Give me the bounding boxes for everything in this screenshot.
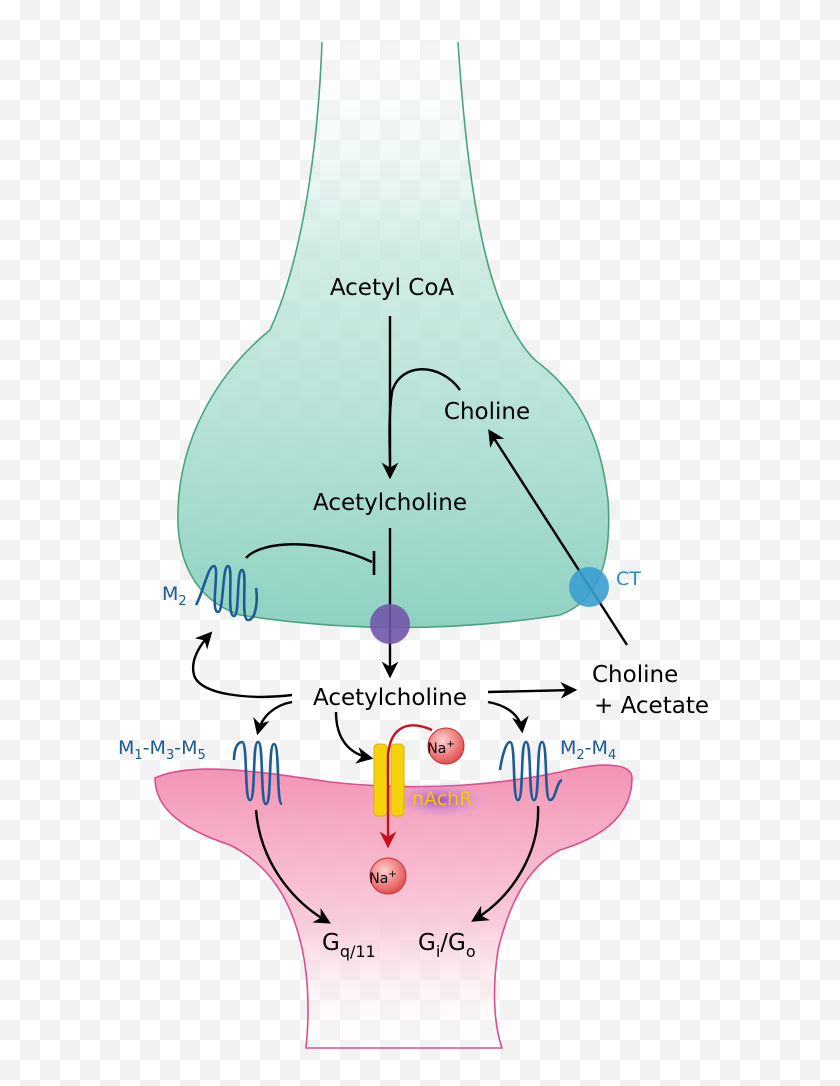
m2m4-receptor xyxy=(498,740,563,802)
m2-presynaptic-receptor xyxy=(194,564,259,622)
arrow-to-m1m3m5 xyxy=(253,700,293,736)
arrow-choline-to-synthesis xyxy=(388,368,461,463)
choline-label: Choline xyxy=(444,399,530,425)
choline-acetate-label-line2: + Acetate xyxy=(594,693,709,719)
inhibition-m2-to-release xyxy=(245,543,373,564)
m2-presynaptic-label: M2 xyxy=(162,583,187,609)
svg-text:Na+: Na+ xyxy=(427,739,454,757)
nachr-label: nAchR xyxy=(412,788,472,810)
svg-text:Na+: Na+ xyxy=(369,869,396,887)
choline-acetate-label-line1: Choline xyxy=(592,662,678,688)
presynaptic-terminal xyxy=(177,41,610,629)
ct-label: CT xyxy=(616,568,641,590)
nachr-glow xyxy=(392,782,488,818)
gq11-label: Gq/11 xyxy=(322,930,376,961)
arrow-to-nachr xyxy=(334,711,374,764)
arrow-to-choline-acetate xyxy=(487,681,578,699)
nachr-channel xyxy=(373,743,405,817)
acetyl-coa-label: Acetyl CoA xyxy=(330,275,455,301)
arrow-m1m3m5-to-gq11 xyxy=(254,809,331,924)
m1m3m5-label: M1-M3-M5 xyxy=(118,737,206,763)
acetylcholine-presynaptic-label: Acetylcholine xyxy=(313,490,467,516)
acetylcholine-cleft-label: Acetylcholine xyxy=(313,685,467,711)
na-influx-arrow xyxy=(379,724,433,849)
arrow-to-m2-presynaptic xyxy=(191,631,293,698)
m1m3m5-receptor xyxy=(232,740,284,806)
m2m4-label: M2-M4 xyxy=(560,737,616,763)
postsynaptic-cell xyxy=(154,764,633,1049)
na-ion-extracellular: Na+ xyxy=(427,727,465,765)
arrow-choline-reuptake xyxy=(488,429,629,646)
arrow-to-m2m4 xyxy=(487,700,529,734)
choline-transporter xyxy=(569,567,609,607)
na-ion-intracellular: Na+ xyxy=(369,857,407,895)
arrow-m2m4-to-gigo xyxy=(471,805,540,922)
synaptic-vesicle xyxy=(370,604,410,644)
gigo-label: Gi/Go xyxy=(418,930,476,961)
